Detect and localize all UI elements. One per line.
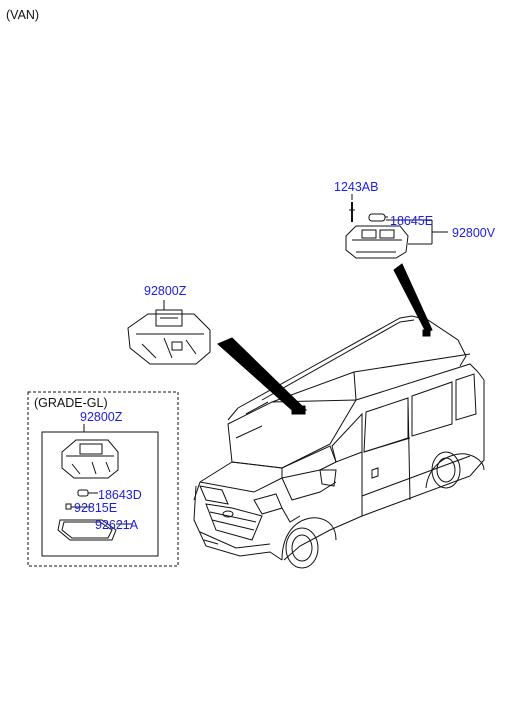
pointer-wedge-front xyxy=(217,337,308,411)
lens-92621a xyxy=(57,519,117,541)
pointer-wedge-rear xyxy=(393,263,433,333)
rear-lamp-location-mark xyxy=(422,329,431,337)
part-label-92621a[interactable]: 92621A xyxy=(95,518,139,532)
bulb-18643d xyxy=(77,489,94,497)
front-lamp-location-mark xyxy=(291,405,306,415)
bolt-1243ab xyxy=(349,202,355,222)
variant-label: (VAN) xyxy=(6,8,40,22)
grade-gl-box xyxy=(27,391,179,567)
part-label-1243ab[interactable]: 1243AB xyxy=(334,180,379,194)
rear-room-lamp xyxy=(345,225,409,259)
grade-gl-title: (GRADE-GL) xyxy=(34,396,108,410)
front-room-lamp xyxy=(127,309,211,365)
part-label-18645e[interactable]: 18645E xyxy=(390,214,434,228)
part-label-92815e[interactable]: 92815E xyxy=(74,501,118,515)
part-label-92800z[interactable]: 92800Z xyxy=(144,284,187,298)
part-label-grade-92800z[interactable]: 92800Z xyxy=(80,410,123,424)
grade-gl-room-lamp xyxy=(61,439,119,479)
part-label-92800v[interactable]: 92800V xyxy=(452,226,496,240)
clip-92815e xyxy=(65,503,92,510)
van-illustration xyxy=(193,315,485,569)
part-label-18643d[interactable]: 18643D xyxy=(98,488,142,502)
bulb-18645e xyxy=(368,213,388,222)
